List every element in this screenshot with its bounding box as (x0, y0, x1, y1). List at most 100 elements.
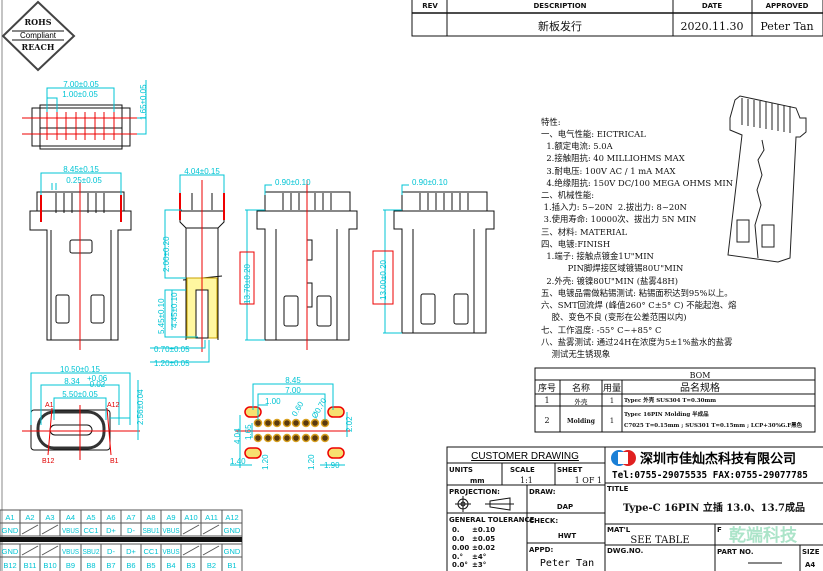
check-label: CHECK: (529, 517, 558, 525)
pin-label: B4 (166, 561, 175, 570)
description-header: DESCRIPTION (533, 2, 586, 10)
spec-line: 测试无生锈现象 (541, 349, 610, 359)
dim-pin-pitch: 1.20±0.05 (154, 359, 190, 368)
spec-line: 二、机械性能: (541, 190, 594, 200)
dim-pin-thickness: 0.70±0.05 (154, 345, 190, 354)
pin-label-a1: A1 (45, 402, 54, 409)
pin-label: A3 (45, 513, 54, 522)
pin-signal: CC1 (83, 526, 98, 535)
dim-height-130: 13.00±0.20 (379, 259, 388, 300)
spec-line: 1.端子: 接触点镀金1U"MIN (541, 251, 654, 261)
bom-row-spec: Typec 外壳 SUS304 T=0.30mm (624, 396, 716, 404)
dim-pin-depth-130: 0.90±0.10 (412, 178, 448, 187)
draw-value: DAP (557, 503, 573, 511)
spec-line: 3.耐电压: 100V AC / 1 mA MAX (541, 166, 675, 176)
bom-row-spec-2: C7025 T=0.15mm ; SUS301 T=0.15mm ; LCP+3… (624, 421, 803, 429)
pin-signal: D- (127, 526, 135, 535)
dim-shell-height: 2.56±0.04 (136, 389, 145, 425)
customer-drawing-label: CUSTOMER DRAWING (471, 451, 579, 462)
check-value: HWT (558, 532, 577, 540)
compliant-text: Compliant (20, 31, 57, 40)
dim-fp-height: 4.04 (233, 428, 242, 444)
watermark: 乾端科技 (729, 525, 798, 546)
rohs-text: ROHS (25, 17, 52, 27)
scale-label: SCALE (510, 466, 535, 474)
spec-line: 四、电镀:FINISH (541, 239, 610, 249)
pin-label: B9 (66, 561, 75, 570)
date-header: DATE (702, 2, 722, 10)
bom-row-qty: 1 (610, 397, 614, 405)
pin-label: B5 (146, 561, 155, 570)
dim-fp-slot-l2: 1.20 (307, 454, 316, 470)
tolerance-label: GENERAL TOLERANCE (449, 516, 535, 524)
dim-fp-row: 1.65 (244, 424, 253, 440)
bom-row-name: Molding (567, 418, 596, 425)
top-view: 7.00±0.05 1.00±0.05 1.65±0.05 (22, 80, 148, 150)
tolerance-key: 0.0 (452, 535, 465, 543)
pin-label: B8 (86, 561, 95, 570)
dim-inner-tol-plus: +0.06 (87, 374, 108, 383)
units-label: UNITS (449, 466, 473, 474)
dim-inner-tol-minus: -0.02 (87, 380, 106, 389)
side-view: 4.04±0.15 2.00±0.20 5.45±0.10 4.45±0.10 … (150, 167, 225, 368)
pin-label: B3 (186, 561, 195, 570)
spec-line: PIN脚焊接区域镀锡80U"MIN (541, 263, 683, 273)
tolerance-value: ±4° (472, 553, 486, 561)
pin-signal: VBUS (62, 547, 79, 556)
dim-inner-height: 4.45±0.10 (170, 292, 179, 328)
tolerance-value: ±0.02 (472, 544, 495, 552)
pin-label: A7 (126, 513, 135, 522)
spec-line: 三、材料: MATERIAL (541, 227, 628, 237)
bom-header-qty: 用量 (603, 383, 621, 394)
tolerance-value: ±0.10 (472, 526, 495, 534)
projection-label: PROJECTION: (449, 488, 500, 496)
dim-neck-height: 2.00±0.20 (162, 236, 171, 272)
bom-title: BOM (690, 371, 711, 380)
spec-line: 1.额定电流: 5.0A (541, 141, 614, 151)
spec-line: 特性: (541, 117, 561, 127)
dim-fp-outer: 8.45 (285, 376, 301, 385)
dim-fp-slot-x: 1.90 (324, 461, 340, 470)
dim-fp-pad: 0.60 (290, 400, 306, 418)
dim-fp-slot-l1: 1.20 (261, 454, 270, 470)
appd-value: Peter Tan (540, 558, 594, 569)
rev-header: REV (422, 2, 438, 10)
dim-fp-span: 7.00 (285, 386, 301, 395)
tolerance-key: 0. (452, 526, 460, 534)
pin-label-b1: B1 (110, 458, 119, 465)
bom-header-name: 名称 (572, 382, 590, 394)
bom-table: BOM 序号 名称 用量 品名规格 1 外壳 1 Typec 外壳 SUS304… (534, 367, 816, 433)
dim-inner-width: 8.34 (64, 377, 80, 386)
dim-side-width: 4.04±0.15 (184, 167, 220, 176)
pin-signal: VBUS (62, 526, 79, 535)
spec-line: 4.绝缘阻抗: 150V DC/100 MEGA OHMS MIN (541, 178, 733, 188)
pin-label: A1 (5, 513, 14, 522)
view-13-0: 0.90±0.10 13.00±0.20 (372, 178, 495, 334)
dim-fp-drill: Ø0.70 (310, 396, 329, 420)
dim-pitch: 1.00±0.05 (62, 90, 98, 99)
dim-fp-slot-w: 1.40 (230, 457, 246, 466)
pin-label: A4 (66, 513, 75, 522)
pin-label: B12 (3, 561, 16, 570)
tolerance-key: 0.° (452, 553, 463, 561)
end-view: 10.50±0.15 8.34 +0.06 -0.02 5.50±0.05 2.… (22, 365, 145, 465)
sheet-label: SHEET (557, 466, 582, 474)
tolerance-value: ±3° (472, 561, 486, 569)
pin-signal: VBUS (163, 547, 180, 556)
dim-height-137: 13.70±0.20 (243, 263, 252, 304)
pin-signal: GND (224, 526, 241, 535)
spec-line: 八、盐雾测试: 通过24H在浓度为5±1%盐水的盐雾 (541, 337, 733, 347)
units-value: mm (470, 477, 485, 485)
pin-label: B10 (43, 561, 56, 570)
revision-table: REV DESCRIPTION DATE APPROVED 新板发行 2020.… (411, 0, 823, 37)
bom-row-spec: Typec 16PIN Molding 半成品 (624, 410, 709, 418)
view-13-7: 0.90±0.10 13.70±0.20 (239, 178, 358, 350)
pin-label: A10 (184, 513, 197, 522)
isometric-view (727, 95, 807, 263)
dim-body-height: 5.45±0.10 (157, 298, 166, 334)
appd-label: APPD: (529, 546, 553, 554)
reach-text: REACH (22, 42, 55, 52)
sheet-value: 1 OF 1 (575, 476, 602, 485)
pin-label-a12: A12 (107, 402, 120, 409)
